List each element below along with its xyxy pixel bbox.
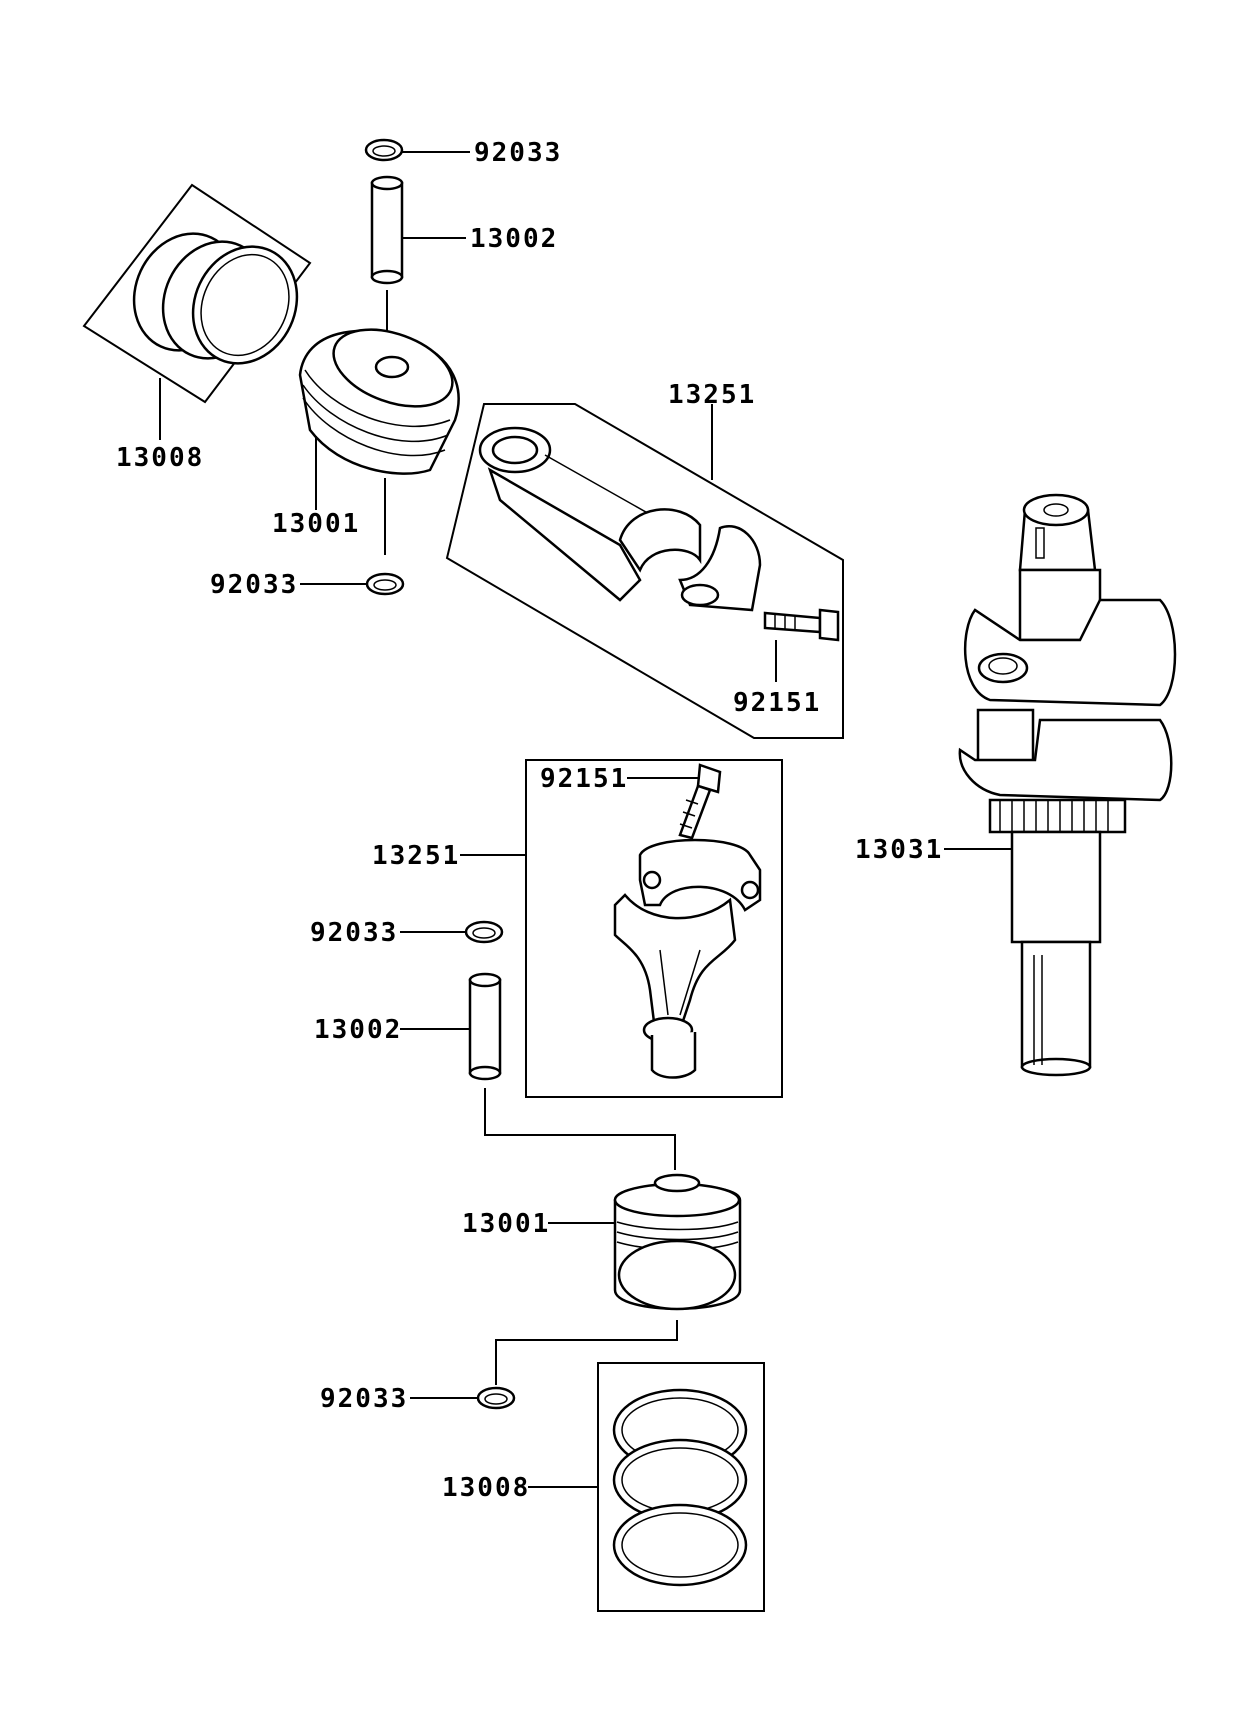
callout-13008-lower[interactable]: 13008: [442, 1473, 530, 1503]
callout-13008-upper[interactable]: 13008: [116, 443, 204, 473]
connecting-rod-lower: [460, 759, 783, 1098]
callout-92151-lower[interactable]: 92151: [540, 764, 628, 794]
circlip-upper-bottom: [300, 572, 405, 596]
circlip-upper-top: [364, 138, 470, 162]
callout-13251-lower[interactable]: 13251: [372, 841, 460, 871]
callout-13002-lower[interactable]: 13002: [314, 1015, 402, 1045]
piston-upper: [298, 328, 460, 555]
piston-pin-upper: [370, 175, 466, 345]
callout-92151-upper[interactable]: 92151: [733, 688, 821, 718]
callout-92033-bottom-lower[interactable]: 92033: [320, 1384, 408, 1414]
circlip-lower-top: [400, 920, 504, 944]
callout-92033-bottom-upper[interactable]: 92033: [210, 570, 298, 600]
callout-13001-lower[interactable]: 13001: [462, 1209, 550, 1239]
piston-lower: [495, 1173, 742, 1385]
connecting-rod-upper: [445, 403, 844, 739]
callout-13031[interactable]: 13031: [855, 835, 943, 865]
piston-ring-set-upper: [82, 183, 312, 440]
piston-pin-lower: [400, 972, 676, 1170]
circlip-lower-bottom: [410, 1386, 516, 1410]
callout-13002-upper[interactable]: 13002: [470, 224, 558, 254]
callout-92033-top-upper[interactable]: 92033: [474, 138, 562, 168]
callout-13251-upper[interactable]: 13251: [668, 380, 756, 410]
piston-ring-set-lower: [528, 1362, 765, 1612]
callout-13001-upper[interactable]: 13001: [272, 509, 360, 539]
callout-92033-top-lower[interactable]: 92033: [310, 918, 398, 948]
crankshaft: [944, 493, 1177, 1077]
